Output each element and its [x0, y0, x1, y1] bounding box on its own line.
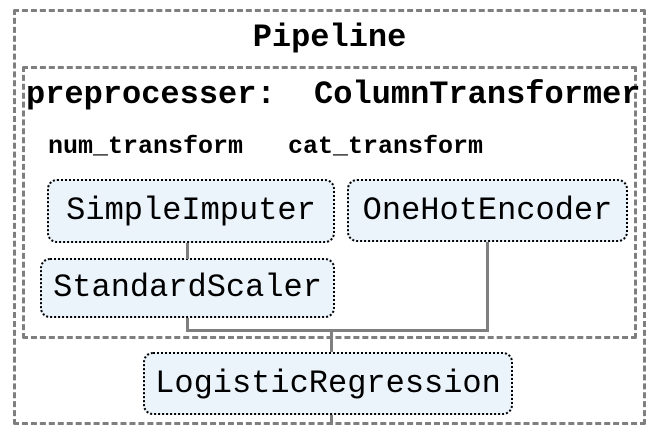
estimator-box-simpleimputer[interactable]: SimpleImputer	[47, 179, 335, 243]
connector-logisticregression-output	[330, 415, 333, 425]
pipeline-title[interactable]: Pipeline	[252, 19, 407, 56]
connector-standardscaler-mergebar	[186, 318, 189, 332]
estimator-box-standardscaler[interactable]: StandardScaler	[40, 258, 335, 318]
connector-simpleimputer-standardscaler	[186, 243, 189, 259]
estimator-box-onehotencoder[interactable]: OneHotEncoder	[347, 179, 628, 242]
connector-mergebar-logisticregression	[330, 331, 333, 352]
column-header-num-transform: num_transform	[48, 132, 244, 161]
connector-onehotencoder-mergebar	[486, 242, 489, 332]
pipeline-container-box	[13, 9, 646, 425]
estimator-box-logisticregression[interactable]: LogisticRegression	[143, 352, 513, 415]
connector-merge-bar	[186, 329, 489, 332]
column-header-cat-transform: cat_transform	[288, 132, 484, 161]
columntransformer-label[interactable]: preprocesser: ColumnTransformer	[26, 76, 641, 113]
columntransformer-container-box	[22, 66, 637, 339]
